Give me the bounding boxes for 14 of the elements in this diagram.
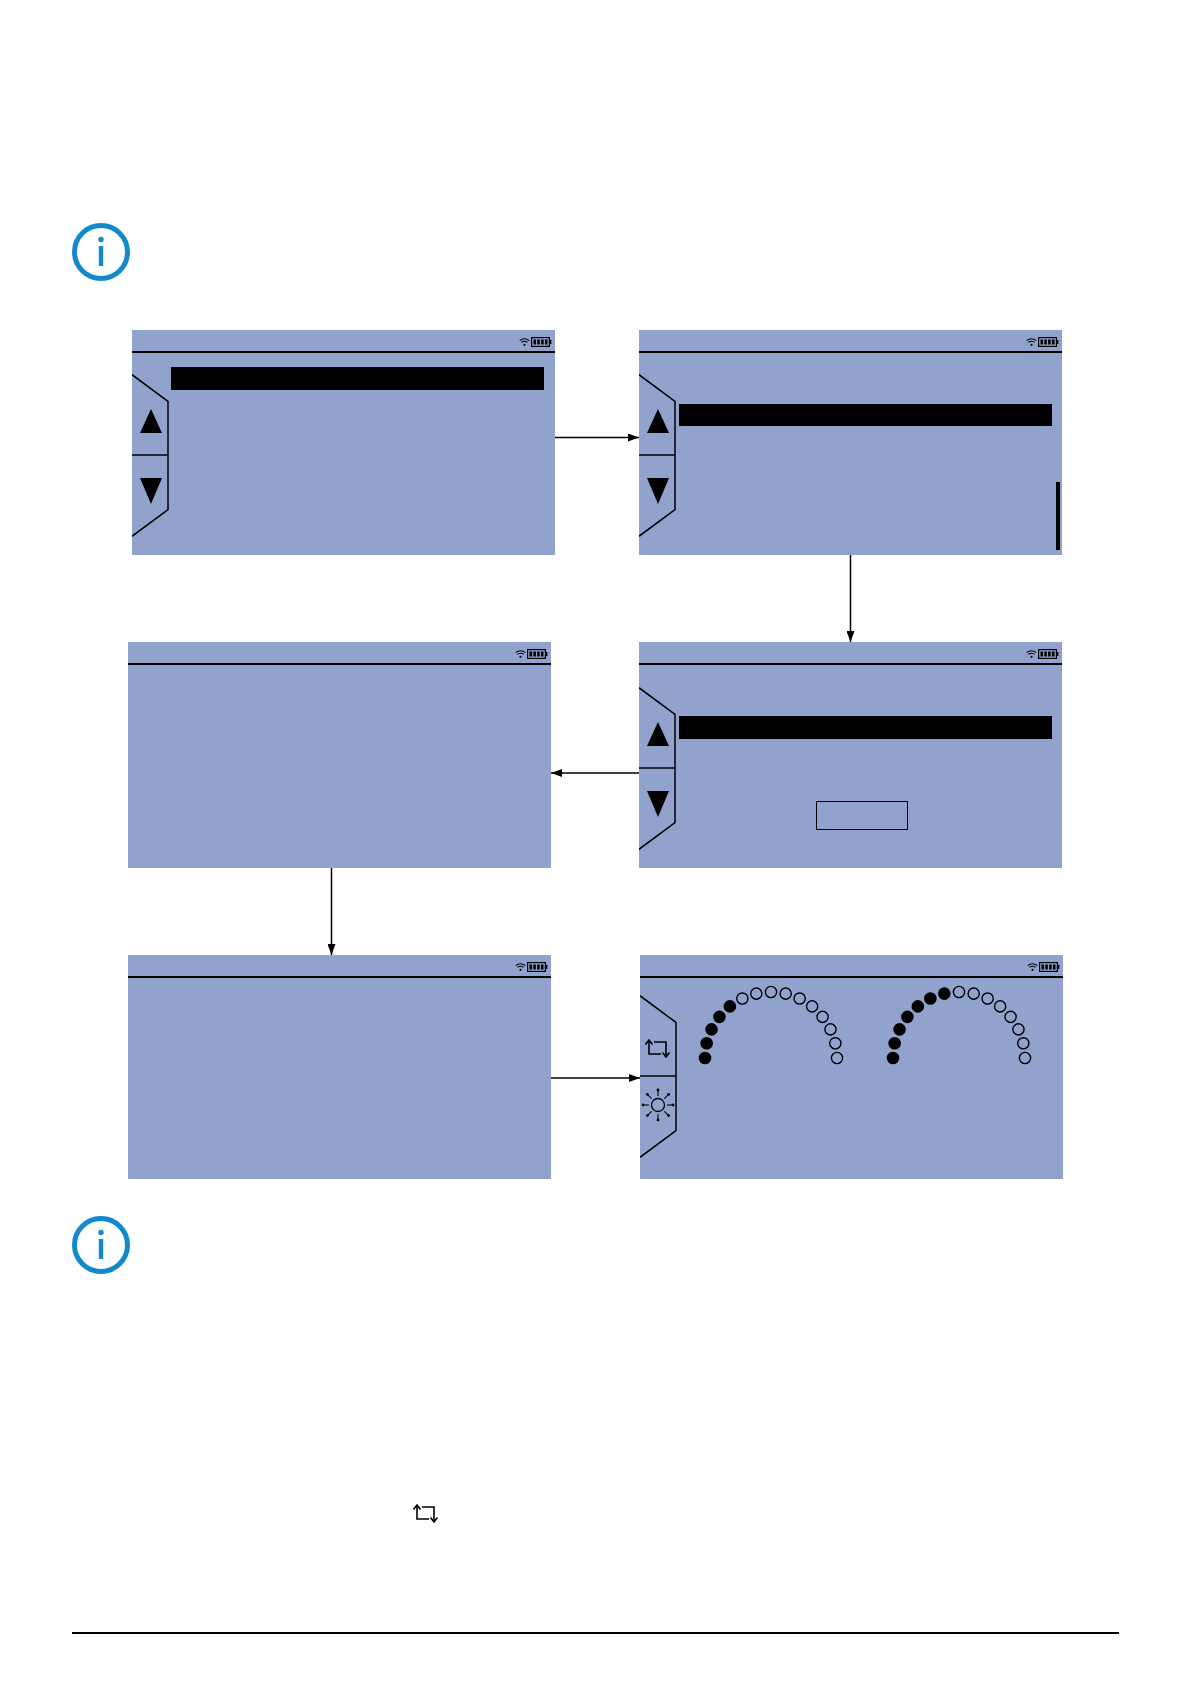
arrow [846,554,855,643]
arrow [550,1074,641,1082]
arrow [550,769,640,777]
selection-bar [171,367,544,390]
display-screen [128,642,551,868]
selection-bar [679,404,1052,426]
display-screen [639,642,1062,868]
selection-bar [679,716,1052,739]
display-screen [128,955,551,1179]
display-screen [639,330,1062,555]
arrow [327,867,336,956]
display-screen [132,330,555,555]
display-screen [640,955,1063,1179]
arrow [554,433,640,442]
